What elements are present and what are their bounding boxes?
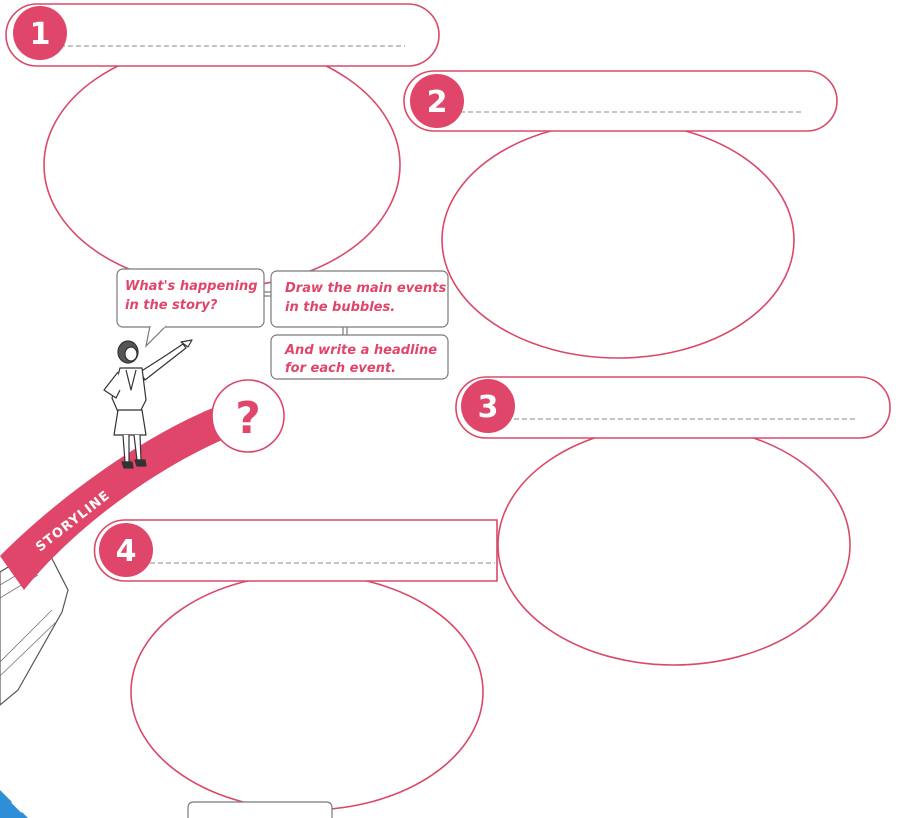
event-1: 1 [5,3,440,288]
woman-pointing-figure [103,339,193,469]
event-1-headline-box[interactable] [5,3,440,67]
corner-tab [0,790,28,818]
book-icon [0,544,69,706]
callout-question-line2: in the story? [125,298,218,313]
event-4-drawing-bubble[interactable] [130,573,484,811]
event-1-number: 1 [30,17,51,52]
bottom-tab-box [187,801,333,818]
event-2-drawing-bubble[interactable] [441,121,795,359]
callout-instruction: Draw the main events in the bubbles. [270,270,449,328]
event-4: 4 [93,519,498,811]
callout-instruction-line1: Draw the main events [285,281,446,296]
event-3-number: 3 [478,390,499,425]
question-mark: ? [235,393,261,444]
callout-headline: And write a headline for each event. [270,334,449,380]
event-3: 3 [455,376,891,666]
callout-headline-line1: And write a headline [284,343,437,358]
question-marker: ? [211,379,285,453]
event-4-number: 4 [116,534,137,569]
event-2-number: 2 [427,85,448,120]
callout-question: What's happening in the story? [116,268,265,348]
event-2: 2 [403,70,838,359]
event-3-drawing-bubble[interactable] [497,424,851,666]
callout-headline-line2: for each event. [285,361,396,376]
callout-question-line1: What's happening [125,279,258,294]
event-4-headline-box[interactable] [93,519,498,582]
event-2-headline-box[interactable] [403,70,838,132]
event-1-drawing-bubble[interactable] [43,42,401,288]
callout-instruction-line2: in the bubbles. [285,300,395,315]
event-3-headline-box[interactable] [455,376,891,439]
